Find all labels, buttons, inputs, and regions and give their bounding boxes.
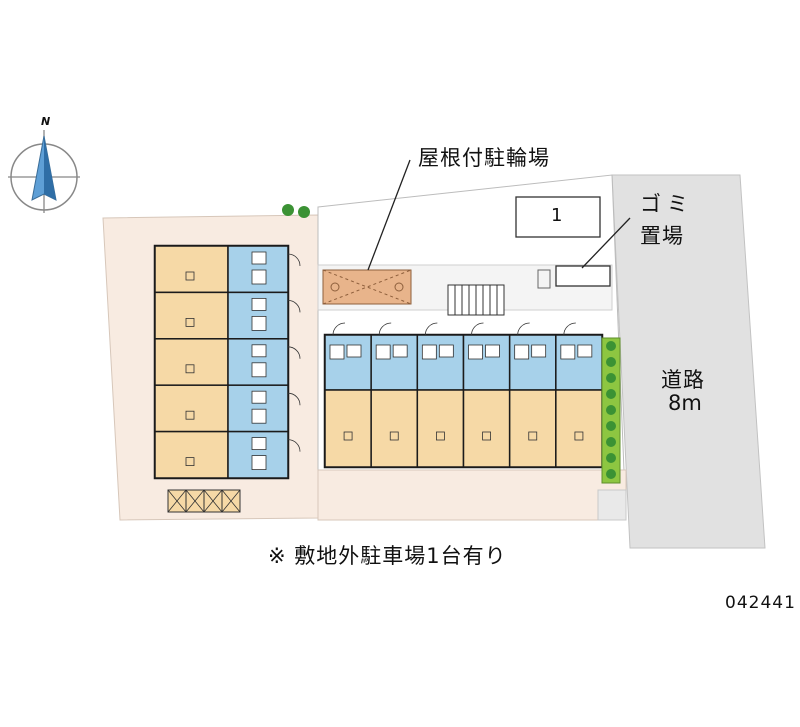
hedge bbox=[601, 337, 621, 484]
east-unit bbox=[555, 322, 603, 468]
shrub bbox=[606, 389, 616, 399]
storage-boxes bbox=[167, 489, 241, 513]
shrub bbox=[606, 341, 616, 351]
north-arrow-icon bbox=[8, 130, 80, 213]
trees bbox=[282, 204, 310, 218]
east-unit bbox=[508, 322, 557, 468]
site-corner-strip bbox=[597, 489, 627, 521]
garbage-storage bbox=[555, 265, 611, 287]
garbage-label-line2: 置場 bbox=[640, 224, 684, 248]
shrub bbox=[606, 405, 616, 415]
west-unit bbox=[154, 384, 301, 433]
shrub bbox=[606, 469, 616, 479]
east-unit bbox=[370, 322, 419, 468]
west-building bbox=[153, 244, 301, 480]
east-building bbox=[323, 322, 604, 469]
east-unit bbox=[324, 322, 372, 468]
property-code: 042441 bbox=[725, 593, 796, 613]
offsite-parking-note: ※ 敷地外駐車場1台有り bbox=[268, 544, 507, 568]
garbage-leader bbox=[581, 217, 631, 269]
east-unit bbox=[462, 322, 511, 468]
east-unit bbox=[416, 322, 465, 468]
shrub bbox=[606, 453, 616, 463]
west-unit bbox=[154, 430, 301, 479]
utility-box bbox=[537, 269, 551, 289]
west-unit bbox=[154, 338, 301, 386]
parking-space-1 bbox=[515, 196, 601, 238]
shrub bbox=[606, 357, 616, 367]
bicycle-parking-leader bbox=[367, 159, 411, 271]
shrub bbox=[606, 421, 616, 431]
staircase bbox=[447, 284, 505, 316]
shrub bbox=[606, 437, 616, 447]
west-unit bbox=[154, 291, 301, 340]
compass-north-label: N bbox=[41, 115, 51, 128]
road-label-line2: 8m bbox=[668, 391, 702, 415]
road-label-line1: 道路 bbox=[661, 368, 705, 392]
south-walkway bbox=[317, 469, 627, 521]
road bbox=[611, 174, 766, 549]
west-unit bbox=[154, 245, 301, 294]
parking-space-number: 1 bbox=[551, 205, 563, 226]
garbage-label-line1: ゴミ bbox=[640, 192, 694, 216]
shrub bbox=[606, 373, 616, 383]
bicycle-parking-label: 屋根付駐輪場 bbox=[418, 146, 550, 170]
bicycle-parking-area bbox=[322, 269, 412, 305]
